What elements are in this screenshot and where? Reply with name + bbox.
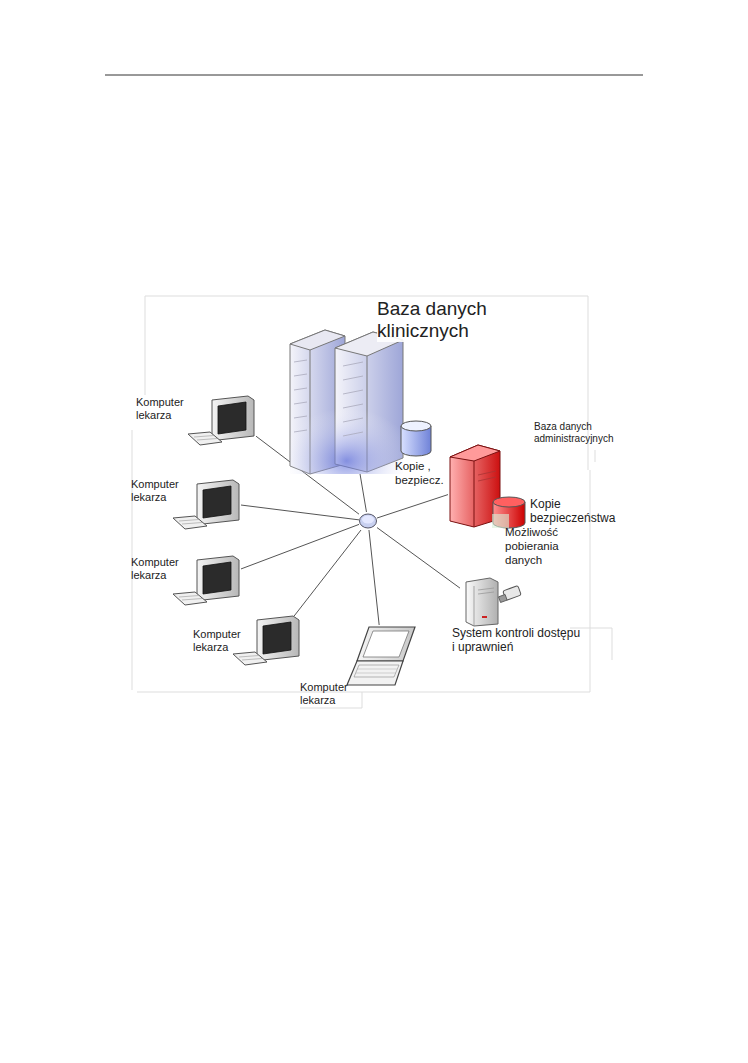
computer-node: Komputer lekarza [345, 625, 420, 687]
device-icon [492, 496, 526, 528]
device-icon [400, 420, 432, 456]
network-link [377, 528, 460, 589]
node-label: Komputer lekarza [131, 478, 191, 504]
device-icon [208, 396, 256, 440]
network-link [360, 474, 366, 512]
device-icon [345, 625, 420, 687]
node-label: Komputer lekarza [300, 681, 360, 707]
usb-stick [499, 586, 522, 603]
device-icon [253, 616, 301, 660]
server-node: Kopie , bezpiecz. [400, 420, 432, 456]
network-link [241, 524, 359, 569]
node-label: Baza danych klinicznych [377, 298, 495, 342]
network-hub [359, 512, 377, 530]
node-label: Komputer lekarza [131, 556, 191, 582]
node-label: Komputer lekarza [136, 396, 196, 422]
computer-node: Komputer lekarza [253, 616, 301, 660]
server-node: System kontroli dostępu i uprawnień [460, 578, 498, 626]
network-link [377, 495, 448, 518]
device-icon [460, 578, 498, 626]
note-label: Możliwość pobierania danych [505, 526, 571, 567]
device-icon [193, 480, 241, 524]
node-label: Kopie , bezpiecz. [395, 460, 450, 488]
header-rule [105, 75, 643, 76]
computer-node: Komputer lekarza [208, 396, 256, 440]
network-link [369, 530, 379, 625]
device-icon [193, 556, 241, 600]
device-icon [285, 326, 410, 474]
network-link [241, 505, 359, 520]
server-node: Baza danych klinicznych [285, 326, 410, 474]
computer-node: Komputer lekarza [193, 556, 241, 600]
node-label: Komputer lekarza [193, 628, 253, 654]
node-label: Kopie bezpieczeństwa [530, 497, 622, 526]
node-label: Baza danych administracyjnych [534, 421, 634, 445]
network-link [294, 530, 361, 616]
computer-node: Komputer lekarza [193, 480, 241, 524]
device-icon [359, 512, 377, 530]
server-node: Kopie bezpieczeństwa [492, 496, 526, 528]
node-label: System kontroli dostępu i uprawnień [452, 626, 582, 655]
